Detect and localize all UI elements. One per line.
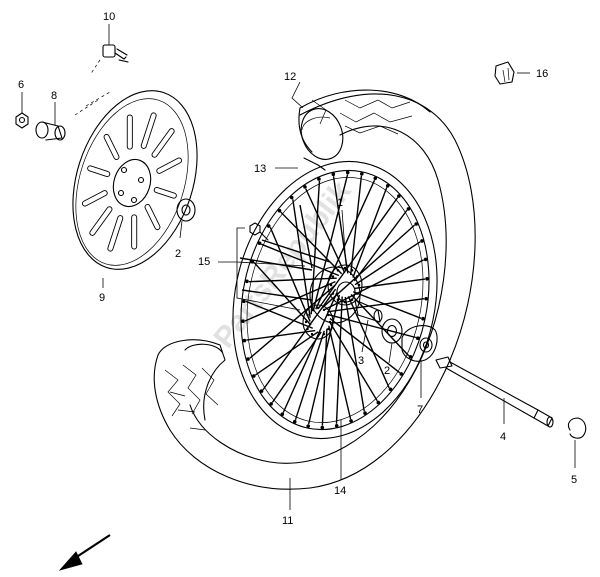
label-12: 12 [284,71,296,83]
label-14: 14 [334,485,346,497]
collar-part [35,121,66,141]
label-6: 6 [18,79,24,91]
label-1: 1 [337,197,343,209]
spoke-nipple-part [249,222,269,241]
brake-disc-part [72,90,198,270]
bolt-part [89,44,129,76]
label-11: 11 [282,515,293,527]
label-3: 3 [358,355,364,367]
spokes-part [239,174,426,426]
label-7: 7 [417,404,423,416]
hub-part [302,264,363,340]
bearing-part [176,198,196,222]
label-2-right: 2 [384,365,390,377]
label-9: 9 [99,292,105,304]
label-10: 10 [103,11,115,23]
callout-labels: 10 6 8 9 2 12 13 16 1 15 3 2 7 4 5 14 11 [18,11,577,527]
label-2-left: 2 [175,248,181,260]
leader-lines [21,24,576,510]
spacer-part [354,299,383,323]
front-direction-arrow-icon [58,534,111,571]
circlip-part [567,417,587,439]
label-4: 4 [500,431,506,443]
label-5: 5 [571,474,577,486]
axle-part [435,356,554,428]
nut-part [15,112,29,129]
rim-band-part [184,108,344,353]
label-13: 13 [254,163,266,175]
spacer-collar-part [401,325,438,362]
label-16: 16 [536,68,548,80]
valve-cap-part [494,61,515,85]
label-15: 15 [198,256,210,268]
label-8: 8 [51,90,57,102]
